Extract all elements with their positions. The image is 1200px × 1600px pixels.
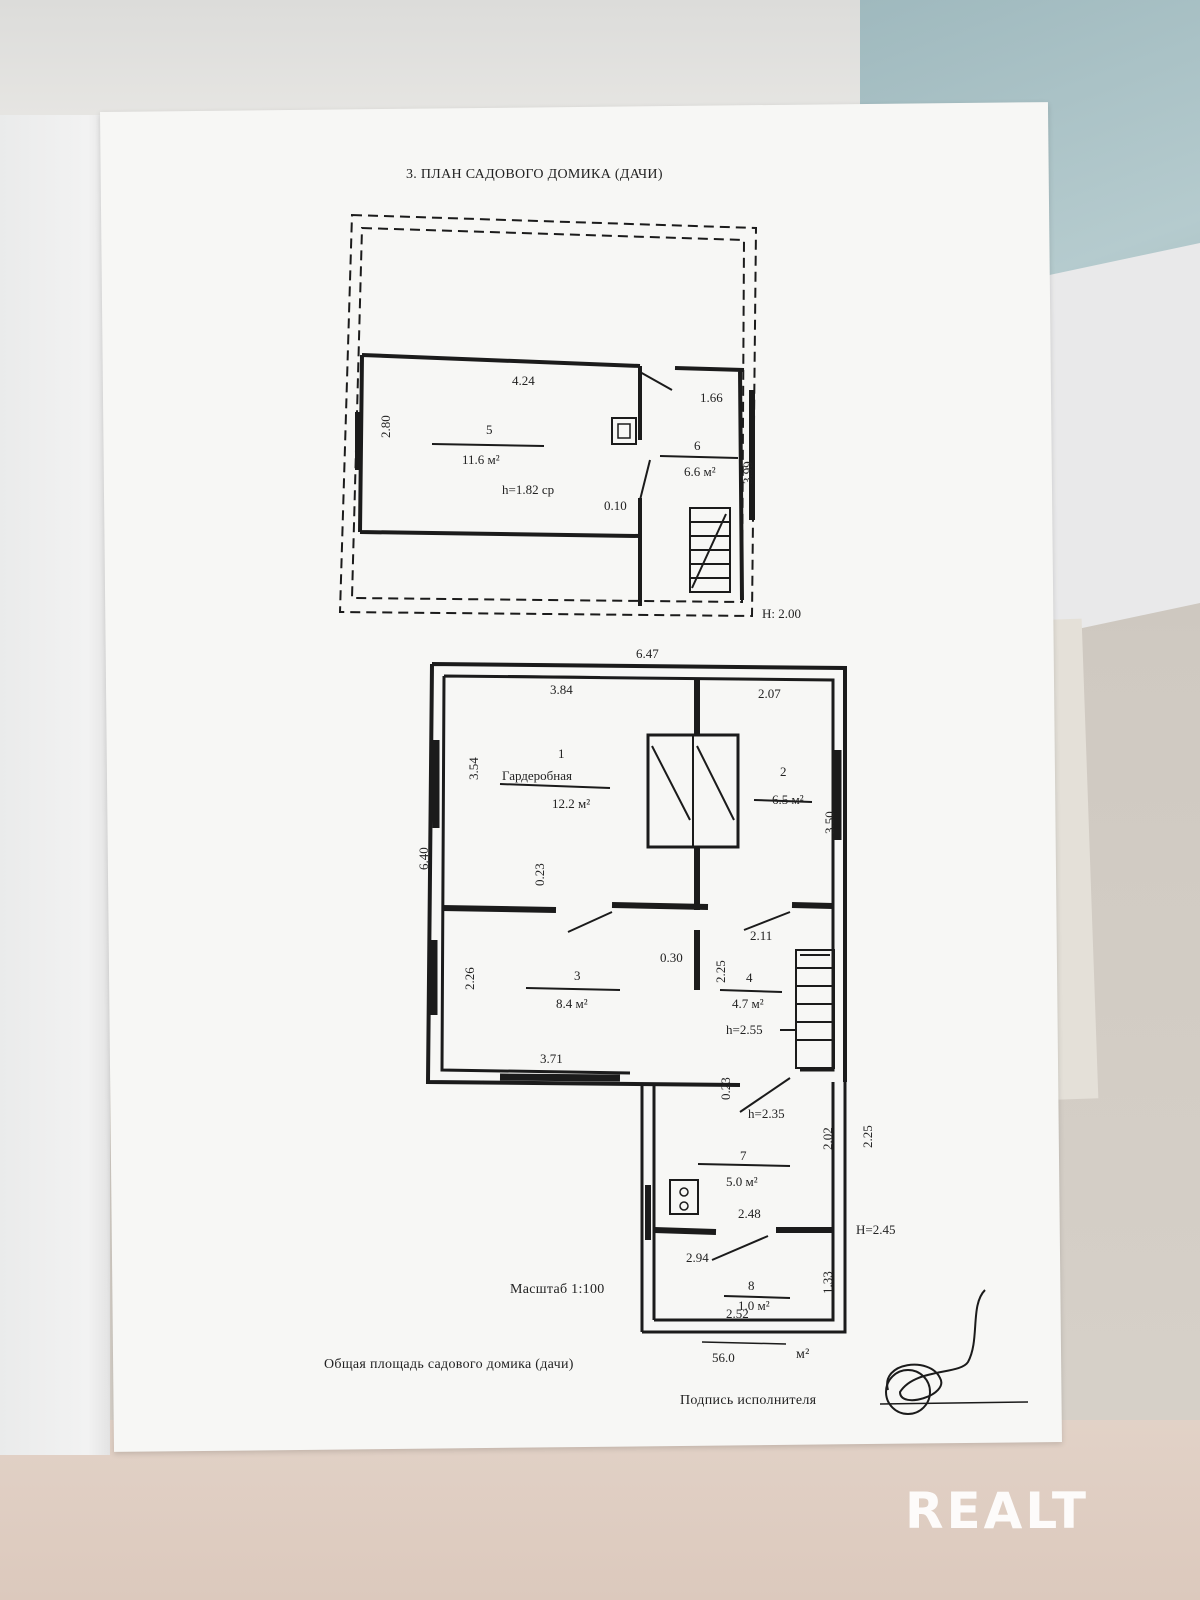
ground-outer-walls xyxy=(425,662,847,1087)
upper-dim-room6-width: 1.66 xyxy=(700,390,723,405)
room8-dim-diag: 2.94 xyxy=(686,1250,709,1265)
document-title: 3. ПЛАН САДОВОГО ДОМИКА (ДАЧИ) xyxy=(406,167,663,182)
chimney-icon xyxy=(611,417,637,445)
signature-label: Подпись исполнителя xyxy=(680,1393,817,1408)
partition-horizontal xyxy=(441,902,834,913)
room4-dim-width: 2.11 xyxy=(750,928,772,943)
room3-dim-width: 3.71 xyxy=(540,1051,563,1066)
upper-dim-depth: 2.80 xyxy=(378,415,393,438)
stove-icon xyxy=(669,1179,699,1215)
stamp-icon xyxy=(885,1369,931,1415)
room2-number: 2 xyxy=(780,764,787,779)
room7-height: h=2.35 xyxy=(748,1106,785,1121)
annex-walls xyxy=(640,1082,847,1334)
annex-partition xyxy=(653,1227,833,1235)
room4-number: 4 xyxy=(746,970,753,985)
annex-door-swings xyxy=(711,1077,791,1261)
room8-dim-width: 2.52 xyxy=(726,1306,749,1321)
room8-number: 8 xyxy=(748,1278,755,1293)
room2-dim-width: 2.07 xyxy=(758,686,781,701)
wall-dim-a: 0.23 xyxy=(532,863,547,886)
upper-roof-inner xyxy=(350,226,746,604)
upper-floor-height: H: 2.00 xyxy=(762,606,801,621)
room4-dim-depth: 2.25 xyxy=(713,960,728,983)
total-area-value: 56.0 xyxy=(712,1350,735,1365)
ground-dim-total-depth: 6.40 xyxy=(416,847,431,870)
room2-area: 6.5 м² xyxy=(772,792,804,807)
room6-note: 3.99 xyxy=(740,461,755,484)
room4-area: 4.7 м² xyxy=(732,996,764,1011)
total-area-label: Общая площадь садового домика (дачи) xyxy=(324,1357,574,1372)
upper-door-swing xyxy=(639,371,673,501)
door-swings xyxy=(567,911,791,933)
room1-dim-depth: 3.54 xyxy=(466,757,481,780)
room6-area: 6.6 м² xyxy=(684,464,716,479)
room5-number: 5 xyxy=(486,422,493,437)
booklet-left-page xyxy=(0,115,110,1455)
upper-stairs-icon xyxy=(689,507,731,593)
room7-area: 5.0 м² xyxy=(726,1174,758,1189)
wall-dim-b: 0.30 xyxy=(660,950,683,965)
scale-label: Масштаб 1:100 xyxy=(510,1282,605,1297)
room7-dim-width: 2.48 xyxy=(738,1206,761,1221)
room5-area: 11.6 м² xyxy=(462,452,500,467)
ground-inner-walls xyxy=(440,674,835,1075)
upper-roof-outline xyxy=(338,213,758,618)
annex-dim-wall: 0.23 xyxy=(718,1077,733,1100)
total-area-unit: м² xyxy=(796,1347,810,1362)
watermark-logo: REALT xyxy=(905,1482,1090,1540)
signature-scribble xyxy=(886,1289,986,1402)
upper-dim-stair-gap: 0.10 xyxy=(604,498,627,513)
room7-dim-depth: 2.02 xyxy=(820,1127,835,1150)
room1-dim-width: 3.84 xyxy=(550,682,573,697)
room5-height-note: h=1.82 ср xyxy=(502,482,554,497)
annex-height: H=2.45 xyxy=(856,1222,895,1237)
room1-name: Гардеробная xyxy=(502,768,572,783)
room1-area: 12.2 м² xyxy=(552,796,590,811)
window-top xyxy=(507,663,601,678)
signature-line xyxy=(879,1401,1029,1405)
window-bottom xyxy=(499,1073,621,1082)
upper-dim-room5-width: 4.24 xyxy=(512,373,535,388)
room3-number: 3 xyxy=(574,968,581,983)
room2-dim-depth: 3.50 xyxy=(822,811,837,834)
room1-number: 1 xyxy=(558,746,565,761)
ground-dim-total-width: 6.47 xyxy=(636,646,659,661)
room3-area: 8.4 м² xyxy=(556,996,588,1011)
room4-height: h=2.55 xyxy=(726,1022,763,1037)
room7-number: 7 xyxy=(740,1148,747,1163)
upper-partition xyxy=(638,366,745,606)
annex-dim-depth: 2.25 xyxy=(860,1125,875,1148)
ground-stairs-icon xyxy=(780,949,835,1069)
room8-dim-depth: 1.33 xyxy=(820,1271,835,1294)
room6-number: 6 xyxy=(694,438,701,453)
room8-area: 1.0 м² xyxy=(738,1298,770,1313)
room3-dim-depth: 2.26 xyxy=(462,967,477,990)
